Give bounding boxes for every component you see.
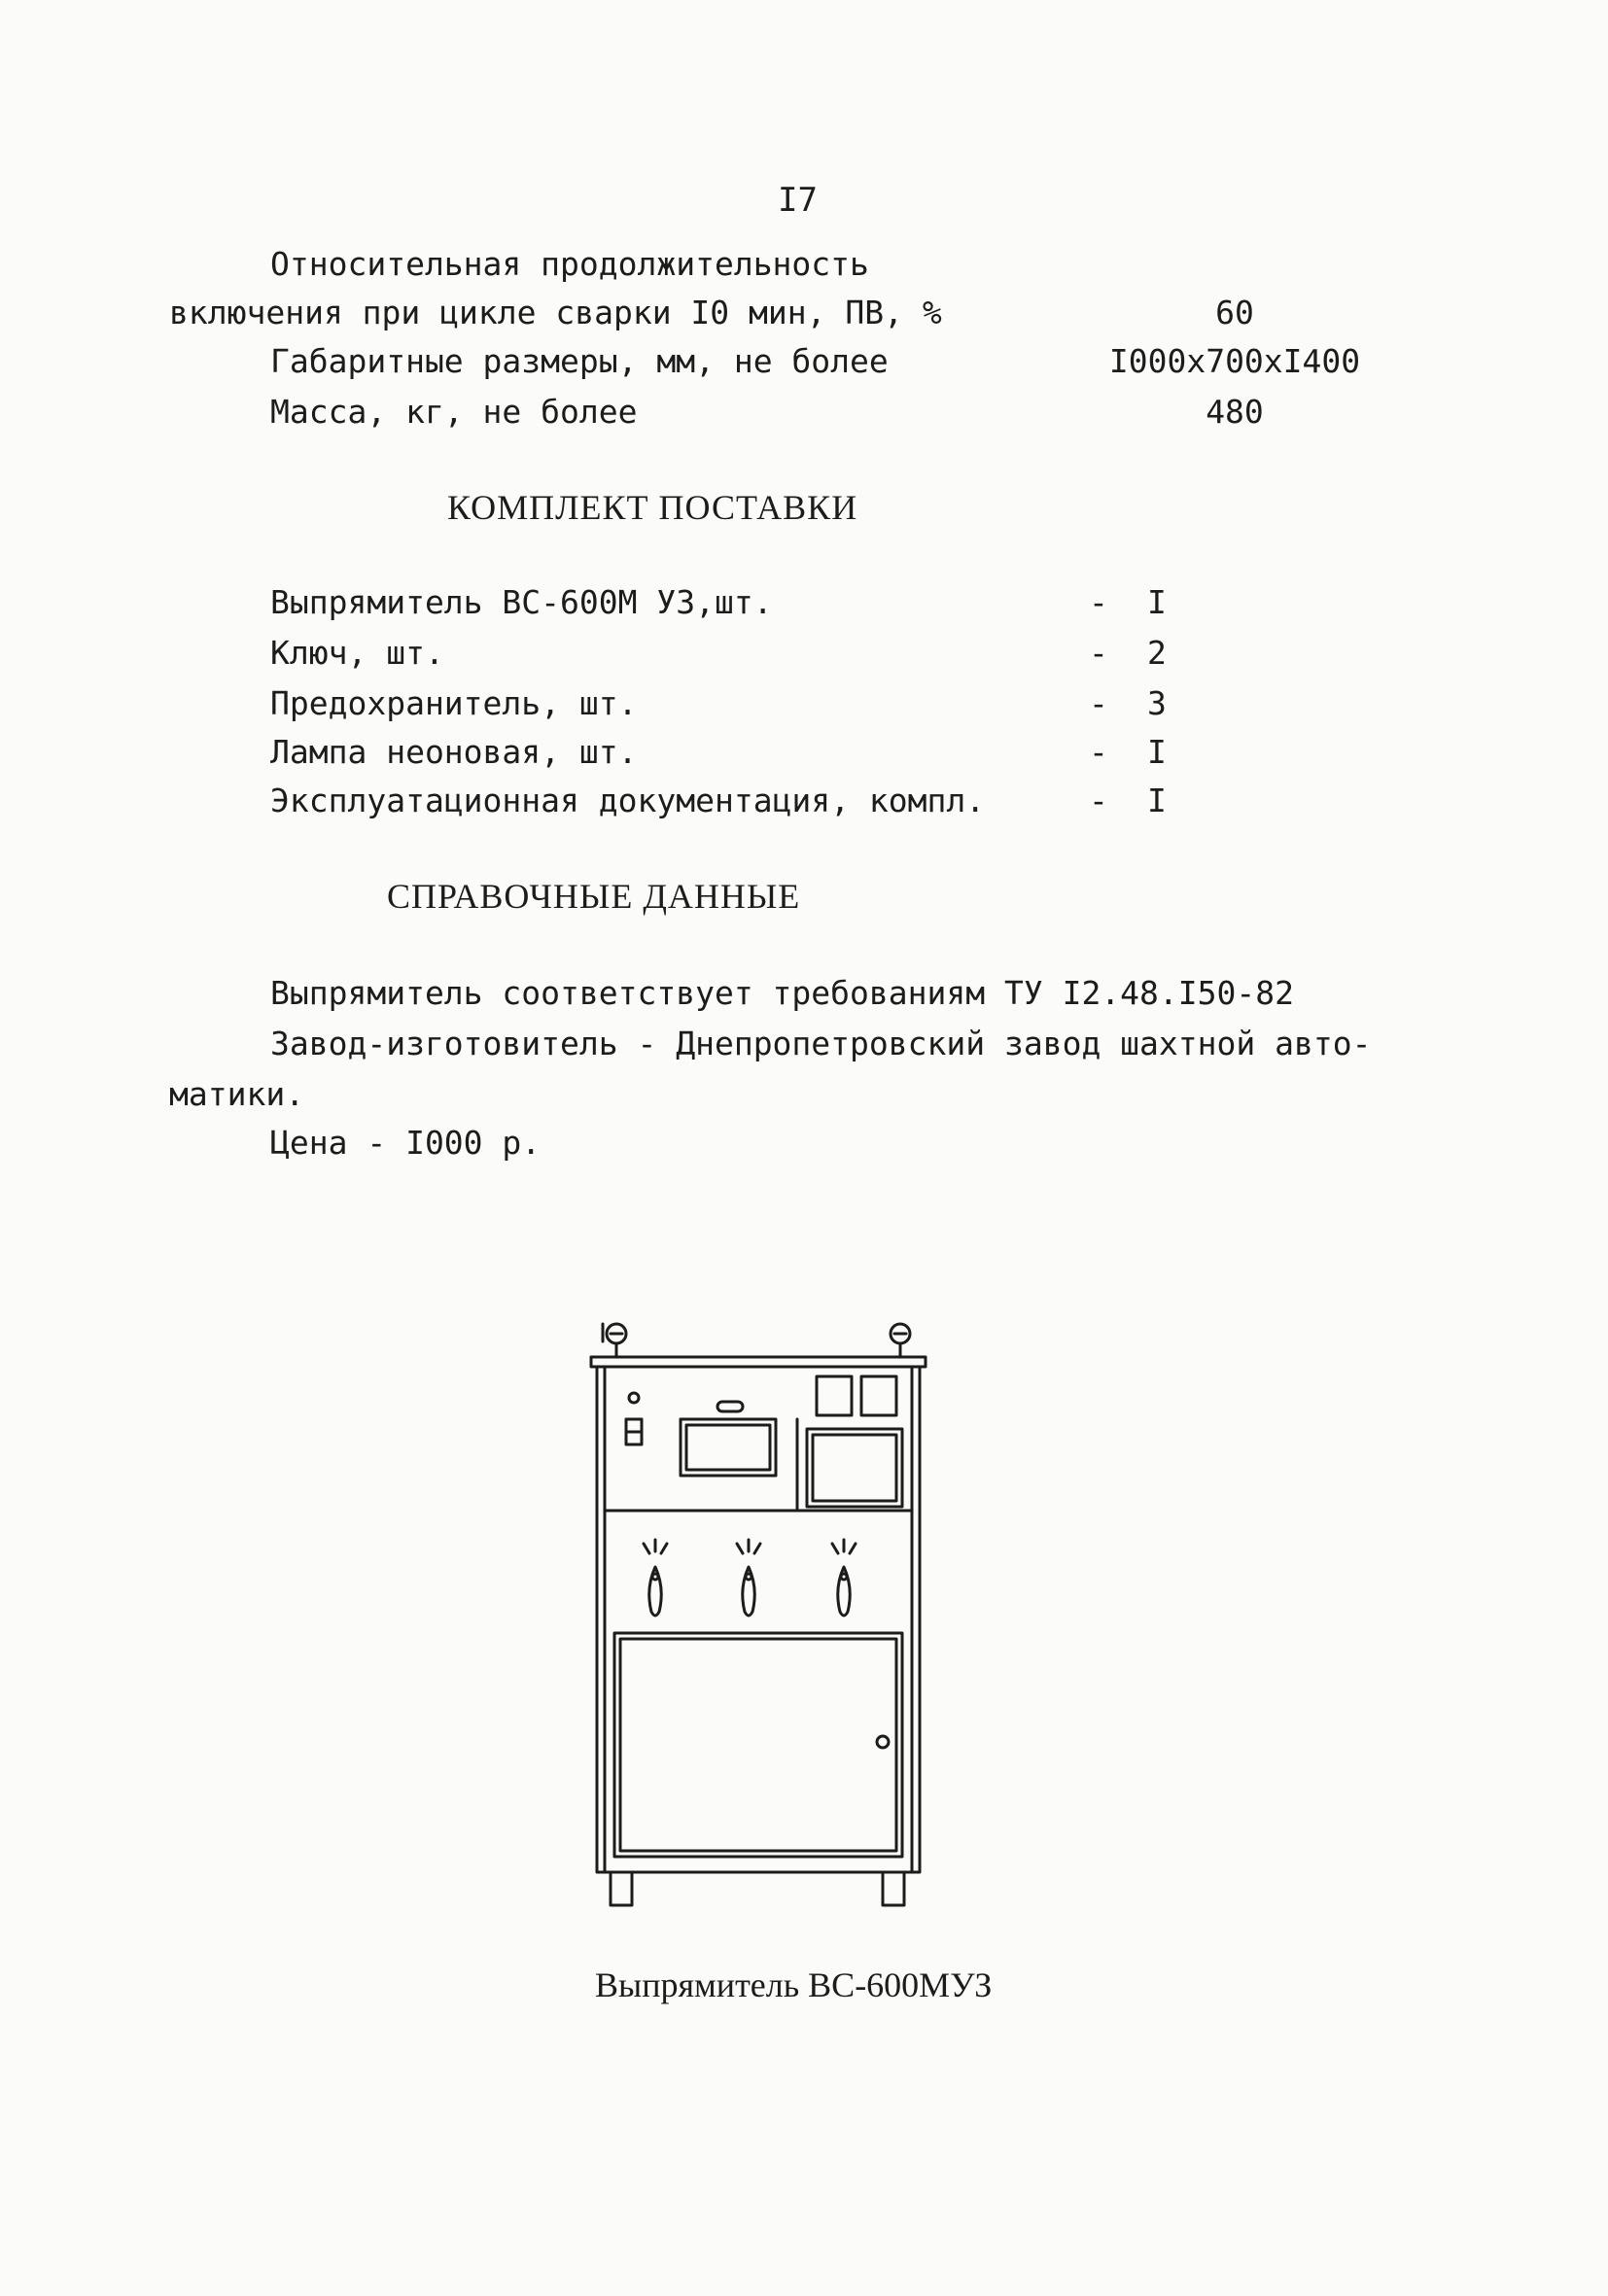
- delivery-item-dash: -: [1089, 733, 1108, 771]
- door-knob-icon: [877, 1736, 889, 1748]
- delivery-item-label: Предохранитель, шт.: [270, 684, 638, 722]
- rectifier-drawing: [574, 1312, 943, 1915]
- reference-standard-text: Выпрямитель соответствует требованиям ТУ…: [270, 974, 1294, 1012]
- spec-dimensions-label: Габаритные размеры, мм, не более: [270, 342, 889, 380]
- spec-dimensions-value: I000x700xI400: [1108, 342, 1361, 380]
- delivery-item-label: Выпрямитель ВС-600М УЗ,шт.: [270, 583, 773, 621]
- reference-manufacturer-line1: Завод-изготовитель - Днепропетровский за…: [270, 1025, 1372, 1062]
- delivery-item-dash: -: [1089, 583, 1108, 621]
- delivery-item-label: Эксплуатационная документация, компл.: [270, 782, 986, 819]
- delivery-item-dash: -: [1089, 782, 1108, 819]
- switch-handle-icon: [737, 1540, 760, 1616]
- delivery-item-dash: -: [1089, 634, 1108, 672]
- delivery-item-label: Ключ, шт.: [270, 634, 444, 672]
- spec-mass-label: Масса, кг, не более: [270, 393, 638, 431]
- switch-handle-icon: [832, 1540, 856, 1616]
- indicator-lamp-icon: [629, 1393, 639, 1403]
- spec-duty-cycle-label-line2: включения при цикле сварки I0 мин, ПВ, %: [169, 294, 942, 331]
- switch-handle-icon: [644, 1540, 667, 1616]
- page-number: I7: [778, 181, 818, 220]
- delivery-item-qty: 2: [1147, 634, 1167, 672]
- reference-manufacturer-line2: матики.: [169, 1075, 305, 1113]
- spec-mass-value: 480: [1206, 393, 1264, 431]
- delivery-item-dash: -: [1089, 684, 1108, 722]
- spec-duty-cycle-value: 60: [1215, 294, 1254, 331]
- delivery-item-label: Лампа неоновая, шт.: [270, 733, 638, 771]
- delivery-item-qty: I: [1147, 733, 1167, 771]
- delivery-item-qty: 3: [1147, 684, 1167, 722]
- delivery-item-qty: I: [1147, 782, 1167, 819]
- delivery-item-qty: I: [1147, 583, 1167, 621]
- lifting-eye-icon: [891, 1324, 910, 1357]
- lifting-eye-icon: [603, 1324, 626, 1357]
- spec-duty-cycle-label-line1: Относительная продолжительность: [270, 245, 869, 283]
- reference-heading: СПРАВОЧНЫЕ ДАННЫЕ: [387, 877, 801, 916]
- reference-price: Цена - I000 р.: [270, 1124, 542, 1162]
- figure-caption: Выпрямитель ВС-600МУЗ: [595, 1966, 993, 2004]
- delivery-heading: КОМПЛЕКТ ПОСТАВКИ: [447, 488, 858, 527]
